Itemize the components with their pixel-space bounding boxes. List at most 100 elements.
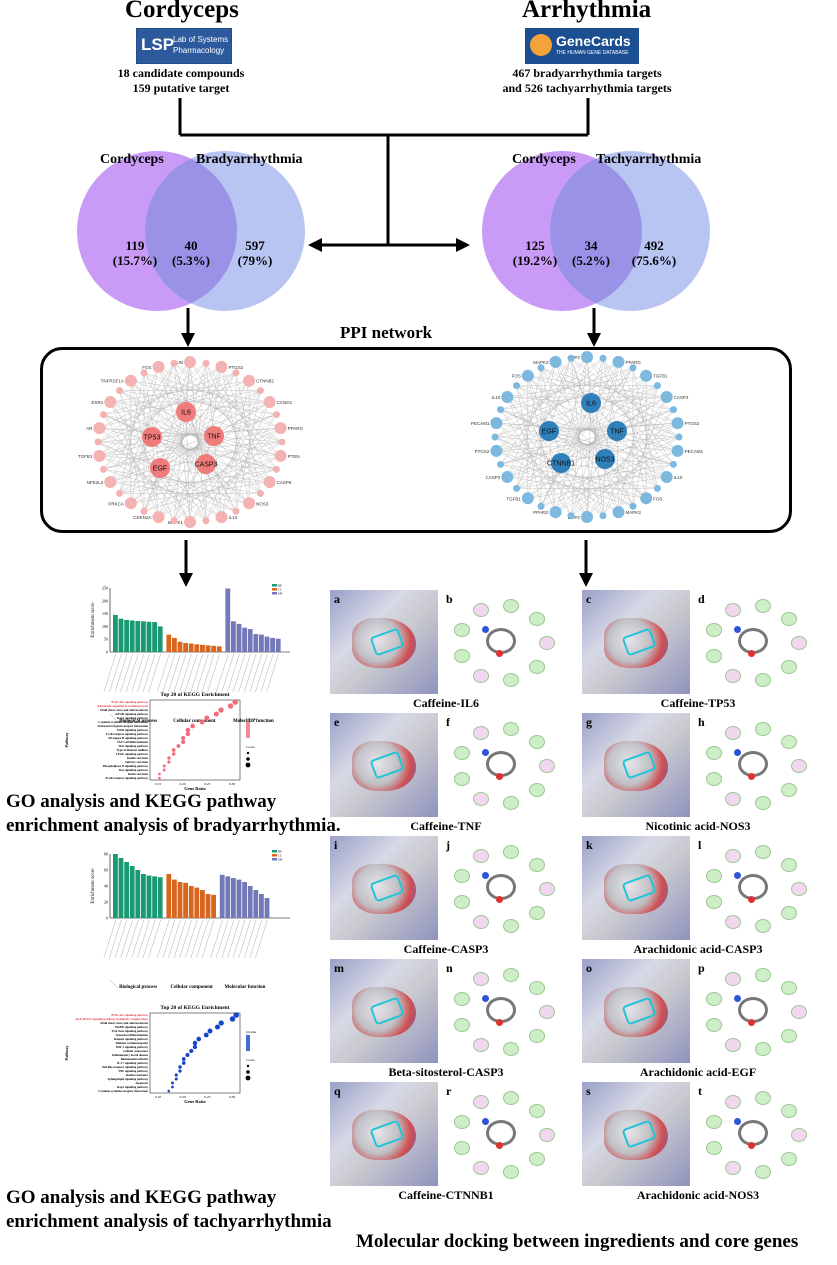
go-bar <box>194 887 200 918</box>
genecards-logo: GeneCards THE HUMAN GENE DATABASE <box>525 28 639 64</box>
go-term-label <box>249 653 262 693</box>
kegg-dot <box>174 1073 178 1077</box>
plot-frame <box>149 699 241 781</box>
ppi-node <box>599 512 607 520</box>
go-bar <box>118 618 124 652</box>
ppi-edge <box>185 372 237 413</box>
docking-2d-interaction: b <box>442 590 562 694</box>
kegg-pathway-label: Type II diabetes mellitus <box>116 748 148 752</box>
ppi-edge <box>99 366 222 457</box>
ppi-node <box>581 511 593 523</box>
ppi-edge <box>496 422 588 518</box>
ppi-edge <box>500 464 658 489</box>
legend-size-dot <box>245 1075 251 1081</box>
ppi-node-label: MAPK3 <box>625 510 641 515</box>
ppi-hub-node <box>196 454 216 474</box>
ppi-edge <box>516 430 550 489</box>
ppi-node <box>170 359 178 367</box>
ppi-edge <box>99 361 191 457</box>
panel-letter: k <box>586 838 593 852</box>
ppi-node <box>116 387 124 395</box>
ppi-edge <box>570 430 618 516</box>
go-term-label <box>201 653 215 693</box>
ppi-edge <box>205 390 261 521</box>
ppi-edge <box>158 455 281 518</box>
legend-swatch <box>272 588 277 591</box>
go-bar <box>231 878 236 918</box>
ppi-node <box>274 422 287 435</box>
docking-2d-interaction: t <box>694 1082 814 1186</box>
ppi-edge <box>119 390 277 415</box>
ppi-node <box>640 492 653 505</box>
ppi-hub-label: IL6 <box>181 410 191 417</box>
y-tick-label: 200 <box>102 598 108 603</box>
ppi-edge <box>213 435 281 457</box>
ppi-node <box>653 484 661 492</box>
y-tick-label: 250 <box>102 586 108 591</box>
ppi-edge <box>618 361 667 478</box>
docking-caption: Molecular docking between ingredients an… <box>356 1231 799 1252</box>
ppi-node <box>497 460 505 468</box>
go-bar <box>205 894 211 918</box>
go-bar <box>129 866 135 918</box>
ppi-hub-node <box>595 449 615 469</box>
kegg-dot <box>218 1020 224 1026</box>
ppi-edge <box>158 366 281 457</box>
kegg-dot <box>192 1044 198 1050</box>
left-source-line1: 18 candidate compounds <box>117 66 245 80</box>
y-tick-label: 50 <box>104 637 108 642</box>
ppi-node-label: TGFB1 <box>78 454 93 459</box>
kegg-dot <box>178 1065 182 1069</box>
arrhythmia-title: Arrhythmia <box>522 0 652 23</box>
ppi-edge <box>221 380 250 518</box>
ppi-node <box>537 502 545 510</box>
kegg-pathway-label: Salivary secretion <box>125 760 148 764</box>
ppi-edge <box>604 422 678 460</box>
ppi-edge <box>97 441 207 521</box>
go-term-label <box>148 653 161 693</box>
ppi-edge <box>555 450 678 513</box>
ppi-edge <box>119 390 145 512</box>
ppi-edge <box>507 396 588 518</box>
go-term-label <box>185 653 198 693</box>
ppi-node-label: CASP8 <box>277 480 292 485</box>
kegg-pathway-label: PI3K-Akt signaling pathway <box>111 700 148 704</box>
venn-right <box>482 151 710 311</box>
ppi-node-label: IL10 <box>492 395 501 400</box>
ppi-edge <box>496 450 647 499</box>
kegg-title: Top 20 of KEGG Enrichment <box>160 692 229 698</box>
kegg-pathway-label: HIF-1 signaling pathway <box>116 1045 148 1049</box>
go-term-label <box>168 653 181 693</box>
ppi-edge <box>496 356 588 452</box>
go-term-label <box>179 653 192 693</box>
go-bar <box>152 876 157 918</box>
venn-right-b-only: 492 (75.6%) <box>624 238 684 268</box>
kegg-dot <box>213 711 219 717</box>
ppi-edge <box>516 385 618 432</box>
legend-size-dot <box>246 1070 250 1074</box>
go-term-label <box>157 653 170 693</box>
ppi-edge <box>586 422 678 518</box>
venn-right-both-pct: (5.2%) <box>572 253 610 268</box>
legend-label: BP <box>278 584 282 588</box>
ppi-edge <box>173 363 283 443</box>
caption-tachy-line1: GO analysis and KEGG pathway <box>6 1187 277 1208</box>
y-tick-label: 40 <box>104 884 108 889</box>
go-bar <box>259 894 264 918</box>
ppi-node-label: MAPK3 <box>533 360 549 365</box>
ppi-node <box>640 369 653 382</box>
venn-left-b-only: 597 (79%) <box>230 238 280 268</box>
connector-lines <box>178 98 601 587</box>
go-bar <box>146 875 152 918</box>
go-term-label <box>103 653 116 693</box>
left-source-stats: 18 candidate compounds 159 putative targ… <box>96 66 266 96</box>
ppi-edge <box>560 356 588 464</box>
kegg-dot <box>192 1040 198 1046</box>
ppi-node <box>671 417 684 430</box>
kegg-pathway-label: Insulin secretion <box>127 756 149 760</box>
ppi-edge <box>507 476 647 499</box>
docking-3d-view: a <box>330 590 438 694</box>
go-term-label <box>255 919 268 959</box>
ppi-node <box>497 406 505 414</box>
